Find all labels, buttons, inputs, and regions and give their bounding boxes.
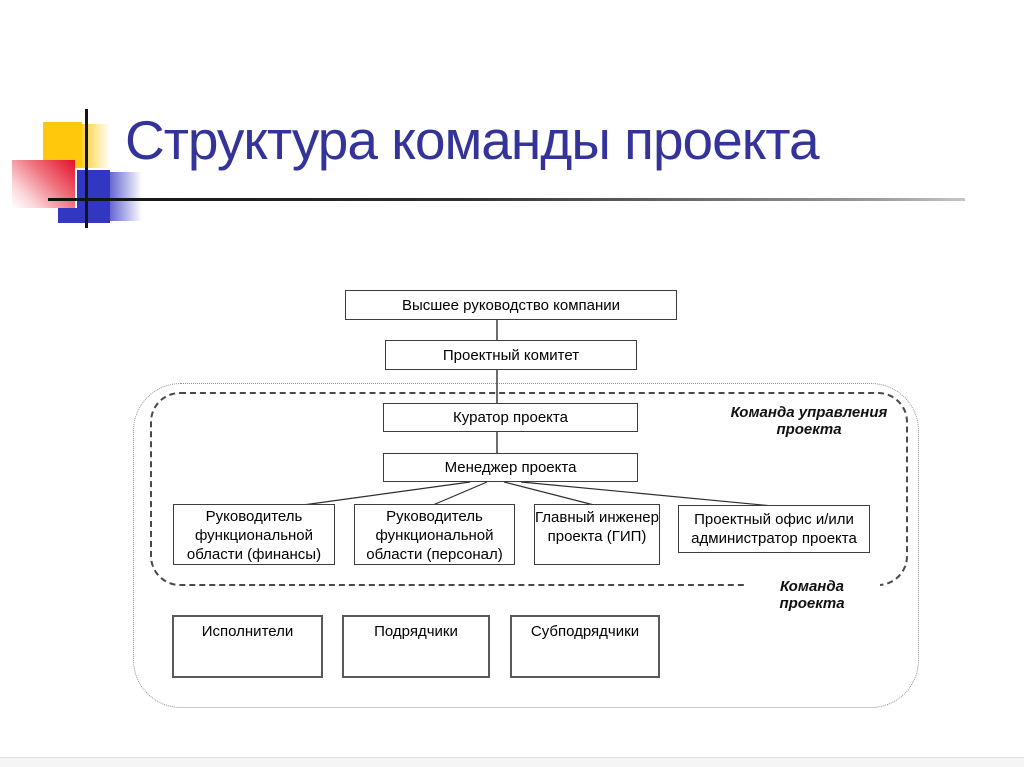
box-func-finance: Руководитель функциональной области (фин… — [173, 504, 335, 565]
box-func-hr: Руководитель функциональной области (пер… — [354, 504, 515, 565]
box-project-office: Проектный офис и/или администратор проек… — [678, 505, 870, 553]
box-executors: Исполнители — [172, 615, 323, 678]
title-underline — [48, 198, 965, 201]
box-project-committee: Проектный комитет — [385, 340, 637, 370]
project-team-label: Команда проекта — [744, 578, 880, 612]
box-curator: Куратор проекта — [383, 403, 638, 432]
decor-vertical-line — [85, 109, 88, 228]
project-team-boundary — [133, 383, 919, 708]
box-chief-engineer: Главный инженер проекта (ГИП) — [534, 504, 660, 565]
slide-title: Структура команды проекта — [125, 109, 820, 171]
slide-bottom-edge — [0, 757, 1024, 767]
management-team-label: Команда управления проекта — [730, 404, 888, 438]
box-contractors: Подрядчики — [342, 615, 490, 678]
management-team-boundary — [150, 392, 908, 586]
decor-blue-shadow — [110, 172, 142, 221]
box-subcontractors: Субподрядчики — [510, 615, 660, 678]
decor-blue-square-small — [58, 208, 93, 223]
box-manager: Менеджер проекта — [383, 453, 638, 482]
box-top-management: Высшее руководство компании — [345, 290, 677, 320]
